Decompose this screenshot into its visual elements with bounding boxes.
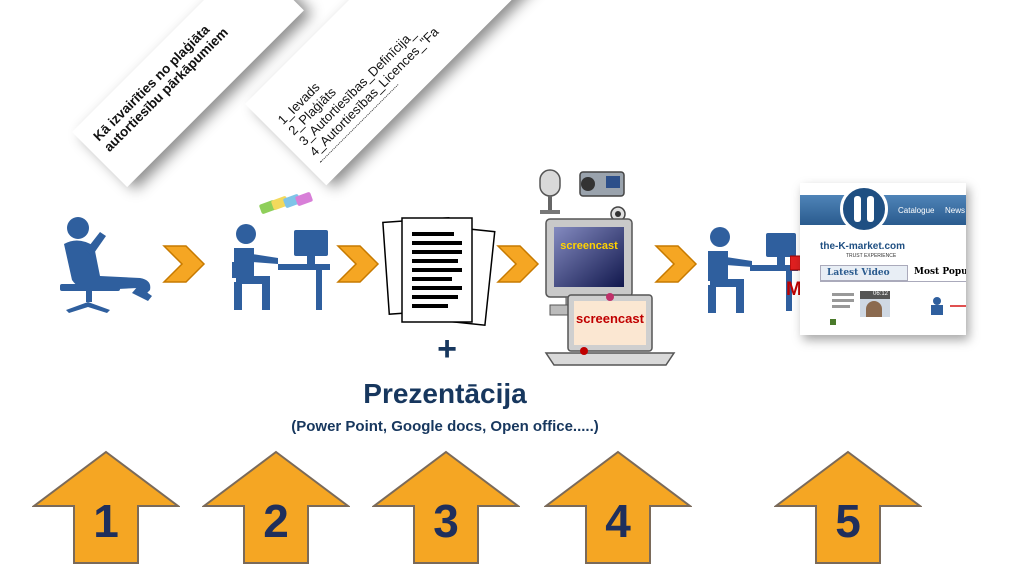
chevron-right-icon xyxy=(654,245,698,283)
recording-devices-icon xyxy=(539,169,626,222)
step-arrow-5: 5 xyxy=(773,450,923,565)
up-arrow-icon xyxy=(773,450,923,564)
microphone-icon xyxy=(539,169,561,214)
step-arrow-3: 3 xyxy=(371,450,521,565)
text-line xyxy=(832,299,854,302)
step-arrow-1: 1 xyxy=(31,450,181,565)
step-arrow-4: 4 xyxy=(543,450,693,565)
nav-news: News xyxy=(945,206,966,215)
red-line xyxy=(950,305,966,307)
tab-most-popular: Most Popula xyxy=(914,267,966,277)
site-logo-icon xyxy=(840,185,888,233)
camcorder-icon xyxy=(579,171,625,197)
up-arrow-icon xyxy=(201,450,351,564)
up-arrow-icon xyxy=(543,450,693,564)
up-arrow-icon xyxy=(371,450,521,564)
outline-note: 1_Ievads 2_Plaģiāts 3_Autortiesības_Defi… xyxy=(245,0,539,186)
screencast-computer-icon xyxy=(544,218,676,366)
step-number: 4 xyxy=(605,495,631,547)
step-number: 2 xyxy=(263,495,289,547)
step-number: 3 xyxy=(433,495,459,547)
presentation-subtitle: (Power Point, Google docs, Open office..… xyxy=(291,418,599,435)
person-at-computer-icon xyxy=(708,227,798,313)
video-time: 06:12 xyxy=(860,291,890,299)
screencast-label-monitor: screencast xyxy=(560,240,618,252)
step-number: 1 xyxy=(93,495,119,547)
text-line xyxy=(832,293,854,296)
topic-line-2: autortiesību pārkāpumiem xyxy=(100,24,231,155)
up-arrow-icon xyxy=(31,450,181,564)
chevron-right-icon xyxy=(162,245,206,283)
website-thumbnail: Catalogue News the-K-market.com TRUST EX… xyxy=(800,183,966,335)
small-icon xyxy=(830,319,836,325)
person-at-computer-icon xyxy=(232,192,330,310)
nav-catalogue: Catalogue xyxy=(898,206,935,215)
chevron-right-icon xyxy=(336,245,380,283)
thinking-person-icon xyxy=(60,217,152,313)
video-thumbnail: 06:12 xyxy=(860,291,890,317)
chevron-right-icon xyxy=(496,245,540,283)
presentation-title: Prezentācija xyxy=(363,378,527,409)
documents-icon xyxy=(382,217,496,327)
step-arrow-2: 2 xyxy=(201,450,351,565)
step-number: 5 xyxy=(835,495,861,547)
plus-sign: + xyxy=(437,330,457,368)
person-icon xyxy=(928,297,946,315)
tab-divider xyxy=(820,281,966,282)
webcam-icon xyxy=(610,206,626,222)
site-tagline: TRUST EXPERIENCE xyxy=(846,253,897,259)
screencast-label-laptop: screencast xyxy=(576,311,644,326)
site-brand: the-K-market.com xyxy=(820,241,906,252)
laptop xyxy=(544,293,676,366)
text-line xyxy=(832,305,850,308)
tab-latest-video: Latest Video xyxy=(820,265,908,281)
